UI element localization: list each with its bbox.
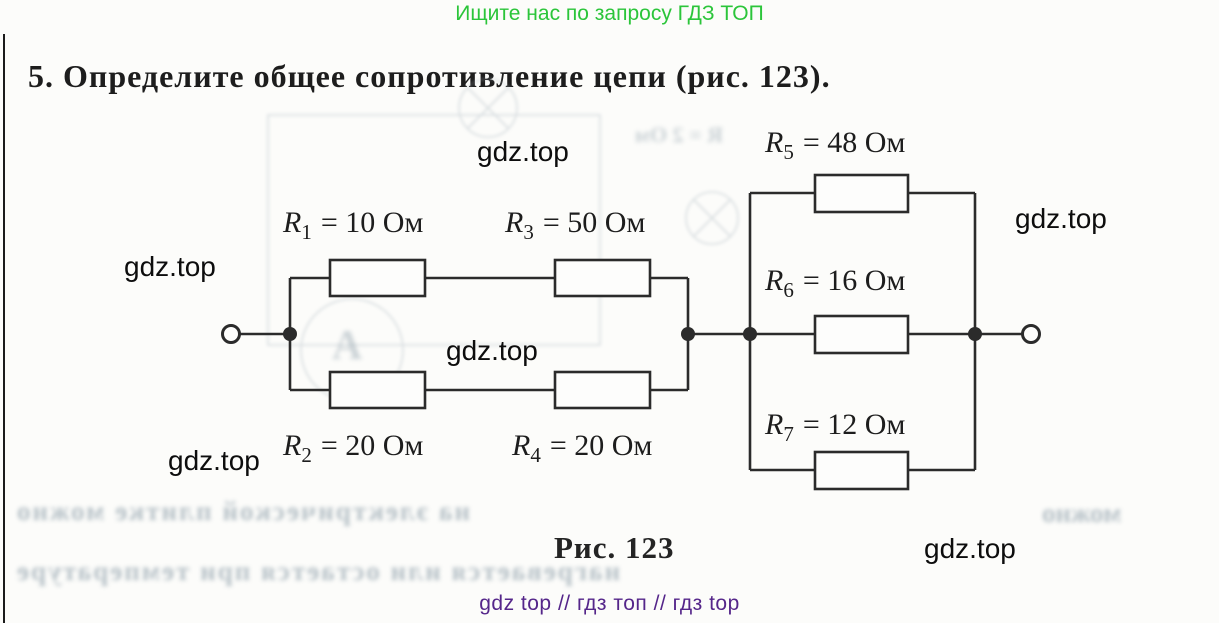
bleed-lamp2-icon (685, 191, 739, 245)
junction-dot (283, 327, 297, 341)
bleed-rect (267, 114, 601, 346)
label-r5: R5= 48 Ом (765, 126, 906, 164)
junction-dot (681, 327, 695, 341)
watermark-gdz: gdz.top (477, 136, 569, 167)
footer-links: gdz top // гдз топ // гдз top (479, 592, 740, 615)
resistor-r2 (328, 370, 427, 410)
label-r2: R2= 20 Ом (283, 429, 424, 467)
watermark-gdz: gdz.top (924, 533, 1016, 564)
watermark-gdz: gdz.top (124, 251, 216, 282)
label-r7: R7= 12 Ом (765, 408, 906, 446)
page-edge-line (3, 34, 5, 623)
resistor-r7 (813, 450, 910, 491)
resistor-r4 (553, 370, 652, 410)
bleed-lamp2-cross (693, 199, 731, 237)
terminal-right-icon (1021, 324, 1041, 344)
figure-caption: Рис. 123 (554, 530, 675, 565)
problem-title: 5. Определите общее сопротивление цепи (… (28, 58, 831, 94)
promo-banner: Ищите нас по запросу ГДЗ ТОП (455, 2, 764, 25)
bleed-through-ammeter-letter: A (332, 323, 363, 369)
resistor-r6 (813, 314, 910, 355)
resistor-r1 (328, 258, 427, 298)
label-r4: R4= 20 Ом (512, 429, 653, 467)
junction-dot (968, 327, 982, 341)
bleed-lamp-cross (467, 87, 509, 129)
bleed-lamp-icon (458, 78, 518, 138)
junction-dot (743, 327, 757, 341)
watermark-gdz: gdz.top (1015, 203, 1107, 234)
label-r1: R1= 10 Ом (283, 206, 424, 244)
label-r3: R3= 50 Ом (505, 206, 646, 244)
resistor-r3 (553, 258, 652, 298)
watermark-gdz: gdz.top (168, 445, 260, 476)
watermark-gdz: gdz.top (446, 335, 538, 366)
terminal-left-icon (221, 324, 241, 344)
label-r6: R6= 16 Ом (765, 264, 906, 302)
resistor-r5 (813, 173, 910, 214)
